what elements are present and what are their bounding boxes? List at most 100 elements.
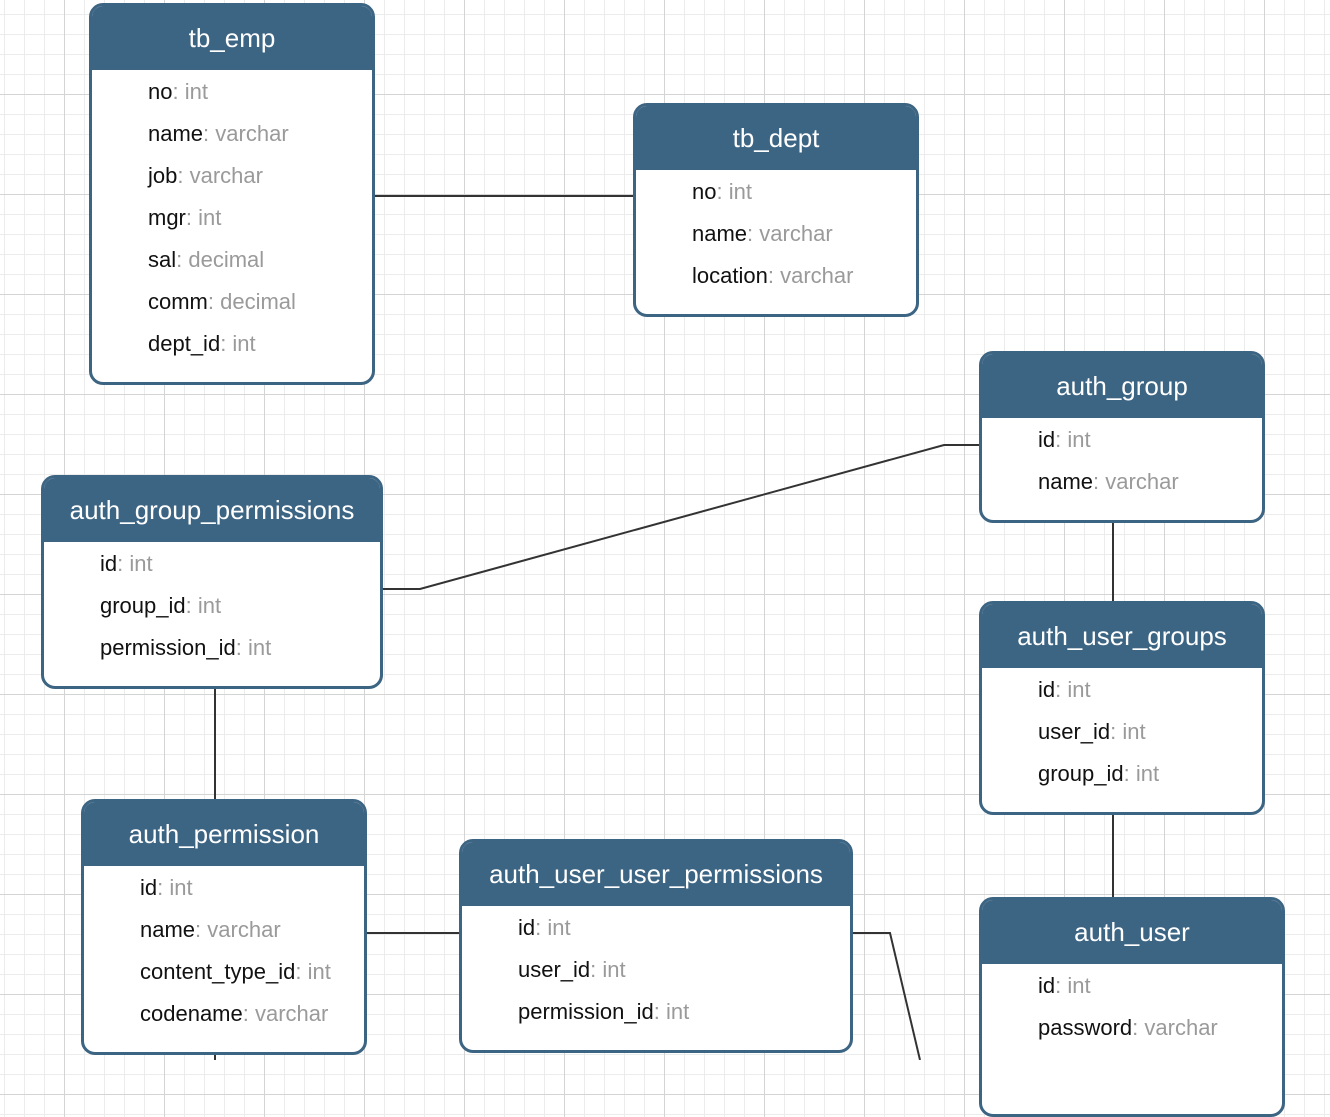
field-type: varchar — [780, 263, 854, 288]
field-type: int — [247, 635, 272, 660]
field-type: int — [197, 593, 222, 618]
field-name: password — [1038, 1015, 1133, 1040]
table-tb_emp[interactable]: tb_emp no: int name: varchar job: varcha… — [89, 3, 375, 385]
field-name: group_id — [100, 593, 186, 618]
field-name: job — [148, 163, 178, 188]
table-title[interactable]: tb_dept — [636, 106, 916, 170]
field-row[interactable]: mgr: int — [148, 205, 222, 230]
field-row[interactable]: comm: decimal — [148, 289, 296, 314]
field-name: group_id — [1038, 761, 1124, 786]
field-name: permission_id — [518, 999, 654, 1024]
field-name: no — [148, 79, 173, 104]
field-name: permission_id — [100, 635, 236, 660]
field-type: int — [1067, 427, 1091, 452]
table-auth_group_permissions[interactable]: auth_group_permissions id: int group_id:… — [41, 475, 383, 689]
field-row[interactable]: name: varchar — [1038, 469, 1179, 494]
field-row[interactable]: name: varchar — [692, 221, 833, 246]
connector-auth_user_user_permissions-auth_user[interactable] — [852, 932, 921, 1060]
field-row[interactable]: name: varchar — [148, 121, 289, 146]
field-row[interactable]: sal: decimal — [148, 247, 265, 272]
table-auth_group[interactable]: auth_group id: int name: varchar — [979, 351, 1265, 523]
field-type: int — [129, 551, 153, 576]
field-type: int — [232, 331, 256, 356]
field-type: decimal — [188, 247, 265, 272]
field-type: int — [547, 915, 571, 940]
field-name: name — [1038, 469, 1094, 494]
field-row[interactable]: content_type_id: int — [140, 959, 331, 984]
table-title[interactable]: auth_permission — [84, 802, 364, 866]
field-name: name — [140, 917, 196, 942]
field-row[interactable]: id: int — [100, 551, 153, 576]
table-title[interactable]: tb_emp — [92, 6, 372, 70]
field-type: int — [198, 205, 222, 230]
field-name: location — [692, 263, 768, 288]
field-name: id — [1038, 427, 1056, 452]
field-name: user_id — [1038, 719, 1111, 744]
field-row[interactable]: name: varchar — [140, 917, 281, 942]
field-type: int — [307, 959, 331, 984]
field-type: int — [1122, 719, 1146, 744]
field-name: dept_id — [148, 331, 221, 356]
field-row[interactable]: permission_id: int — [100, 635, 272, 660]
field-row[interactable]: job: varchar — [148, 163, 263, 188]
field-row[interactable]: id: int — [140, 875, 193, 900]
field-type: int — [1067, 973, 1091, 998]
field-row[interactable]: user_id: int — [518, 957, 626, 982]
field-type: decimal — [220, 289, 296, 314]
field-type: int — [1067, 677, 1091, 702]
field-row[interactable]: id: int — [518, 915, 571, 940]
table-auth_user[interactable]: auth_user id: int password: varchar — [979, 897, 1285, 1117]
field-row[interactable]: no: int — [692, 179, 752, 204]
field-type: varchar — [254, 1001, 329, 1026]
field-row[interactable]: id: int — [1038, 677, 1091, 702]
field-name: mgr — [148, 205, 186, 230]
field-name: name — [692, 221, 748, 246]
field-type: varchar — [1144, 1015, 1218, 1040]
field-name: id — [100, 551, 118, 576]
field-name: id — [518, 915, 536, 940]
field-row[interactable]: id: int — [1038, 973, 1091, 998]
field-name: name — [148, 121, 204, 146]
table-title[interactable]: auth_user_user_permissions — [462, 842, 850, 906]
table-tb_dept[interactable]: tb_dept no: int name: varchar location: … — [633, 103, 919, 317]
field-name: id — [1038, 973, 1056, 998]
field-type: varchar — [1105, 469, 1179, 494]
field-type: int — [1135, 761, 1160, 786]
table-title[interactable]: auth_user_groups — [982, 604, 1262, 668]
field-type: varchar — [189, 163, 263, 188]
field-name: user_id — [518, 957, 591, 982]
table-auth_user_user_permissions[interactable]: auth_user_user_permissions id: int user_… — [459, 839, 853, 1053]
table-title[interactable]: auth_group_permissions — [44, 478, 380, 542]
field-type: varchar — [759, 221, 833, 246]
field-row[interactable]: group_id: int — [1038, 761, 1160, 786]
field-type: int — [665, 999, 690, 1024]
field-row[interactable]: location: varchar — [692, 263, 854, 288]
field-type: varchar — [207, 917, 281, 942]
field-type: int — [602, 957, 626, 982]
table-title[interactable]: auth_user — [982, 900, 1282, 964]
table-auth_permission[interactable]: auth_permission id: int name: varchar co… — [81, 799, 367, 1055]
field-name: sal — [148, 247, 177, 272]
table-title[interactable]: auth_group — [982, 354, 1262, 418]
field-type: int — [728, 179, 752, 204]
field-name: id — [1038, 677, 1056, 702]
field-row[interactable]: password: varchar — [1038, 1015, 1218, 1040]
field-row[interactable]: id: int — [1038, 427, 1091, 452]
field-type: varchar — [215, 121, 289, 146]
field-row[interactable]: user_id: int — [1038, 719, 1146, 744]
field-name: content_type_id — [140, 959, 296, 984]
field-name: id — [140, 875, 158, 900]
field-name: no — [692, 179, 717, 204]
field-type: int — [169, 875, 193, 900]
field-row[interactable]: group_id: int — [100, 593, 222, 618]
field-type: int — [184, 79, 208, 104]
field-row[interactable]: permission_id: int — [518, 999, 690, 1024]
field-name: codename — [140, 1001, 243, 1026]
field-row[interactable]: codename: varchar — [140, 1001, 329, 1026]
field-row[interactable]: dept_id: int — [148, 331, 256, 356]
connector-auth_group_permissions-auth_group[interactable] — [382, 444, 980, 590]
field-name: comm — [148, 289, 208, 314]
table-auth_user_groups[interactable]: auth_user_groups id: int user_id: int gr… — [979, 601, 1265, 815]
field-row[interactable]: no: int — [148, 79, 208, 104]
relationship-connectors — [214, 195, 1114, 1060]
